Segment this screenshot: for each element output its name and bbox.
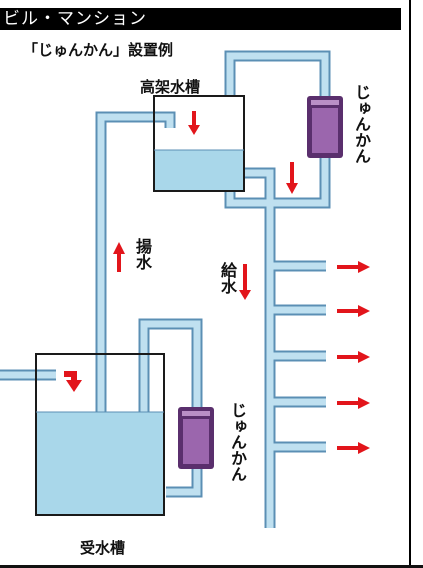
arrow-into-receiving-tank bbox=[64, 371, 82, 392]
elevated-tank-water bbox=[154, 150, 244, 191]
section-header-title: ビル・マンション bbox=[3, 9, 147, 29]
flow-arrows bbox=[64, 111, 370, 454]
junkan-device-bottom bbox=[178, 407, 214, 469]
arrow-up-pumping bbox=[113, 242, 125, 272]
pumping-label: 揚水 bbox=[133, 238, 152, 270]
receiving-tank-body bbox=[35, 353, 165, 516]
receiving-tank bbox=[35, 353, 165, 516]
pipe-network bbox=[0, 50, 331, 528]
bottom-border-line bbox=[0, 565, 423, 568]
water-supply-label: 給水 bbox=[218, 262, 237, 294]
arrow-branch-5 bbox=[337, 442, 370, 454]
device-label-top: じゅんかん bbox=[352, 84, 371, 164]
section-header-bar: ビル・マンション bbox=[0, 8, 401, 30]
arrow-branch-3 bbox=[337, 351, 370, 363]
elevated-tank-label: 高架水槽 bbox=[140, 78, 201, 96]
arrow-branch-2 bbox=[337, 305, 370, 317]
pipe-receiving-return bbox=[166, 468, 203, 498]
right-border-line bbox=[409, 0, 411, 568]
elevated-tank-body bbox=[153, 95, 245, 192]
arrow-down-elevated-in bbox=[188, 111, 200, 135]
arrow-branch-4 bbox=[337, 397, 370, 409]
pipe-elevated-loop bbox=[224, 50, 331, 96]
device-label-bottom: じゅんかん bbox=[228, 402, 247, 482]
junkan-device-top bbox=[307, 96, 343, 158]
receiving-tank-label: 受水槽 bbox=[80, 539, 126, 557]
installation-example-caption: 「じゅんかん」設置例 bbox=[23, 41, 174, 59]
arrow-branch-1 bbox=[337, 261, 370, 273]
elevated-tank bbox=[153, 95, 245, 192]
arrow-down-supply bbox=[239, 264, 251, 300]
receiving-tank-water bbox=[36, 412, 164, 515]
arrow-down-elevated-out bbox=[286, 162, 298, 194]
